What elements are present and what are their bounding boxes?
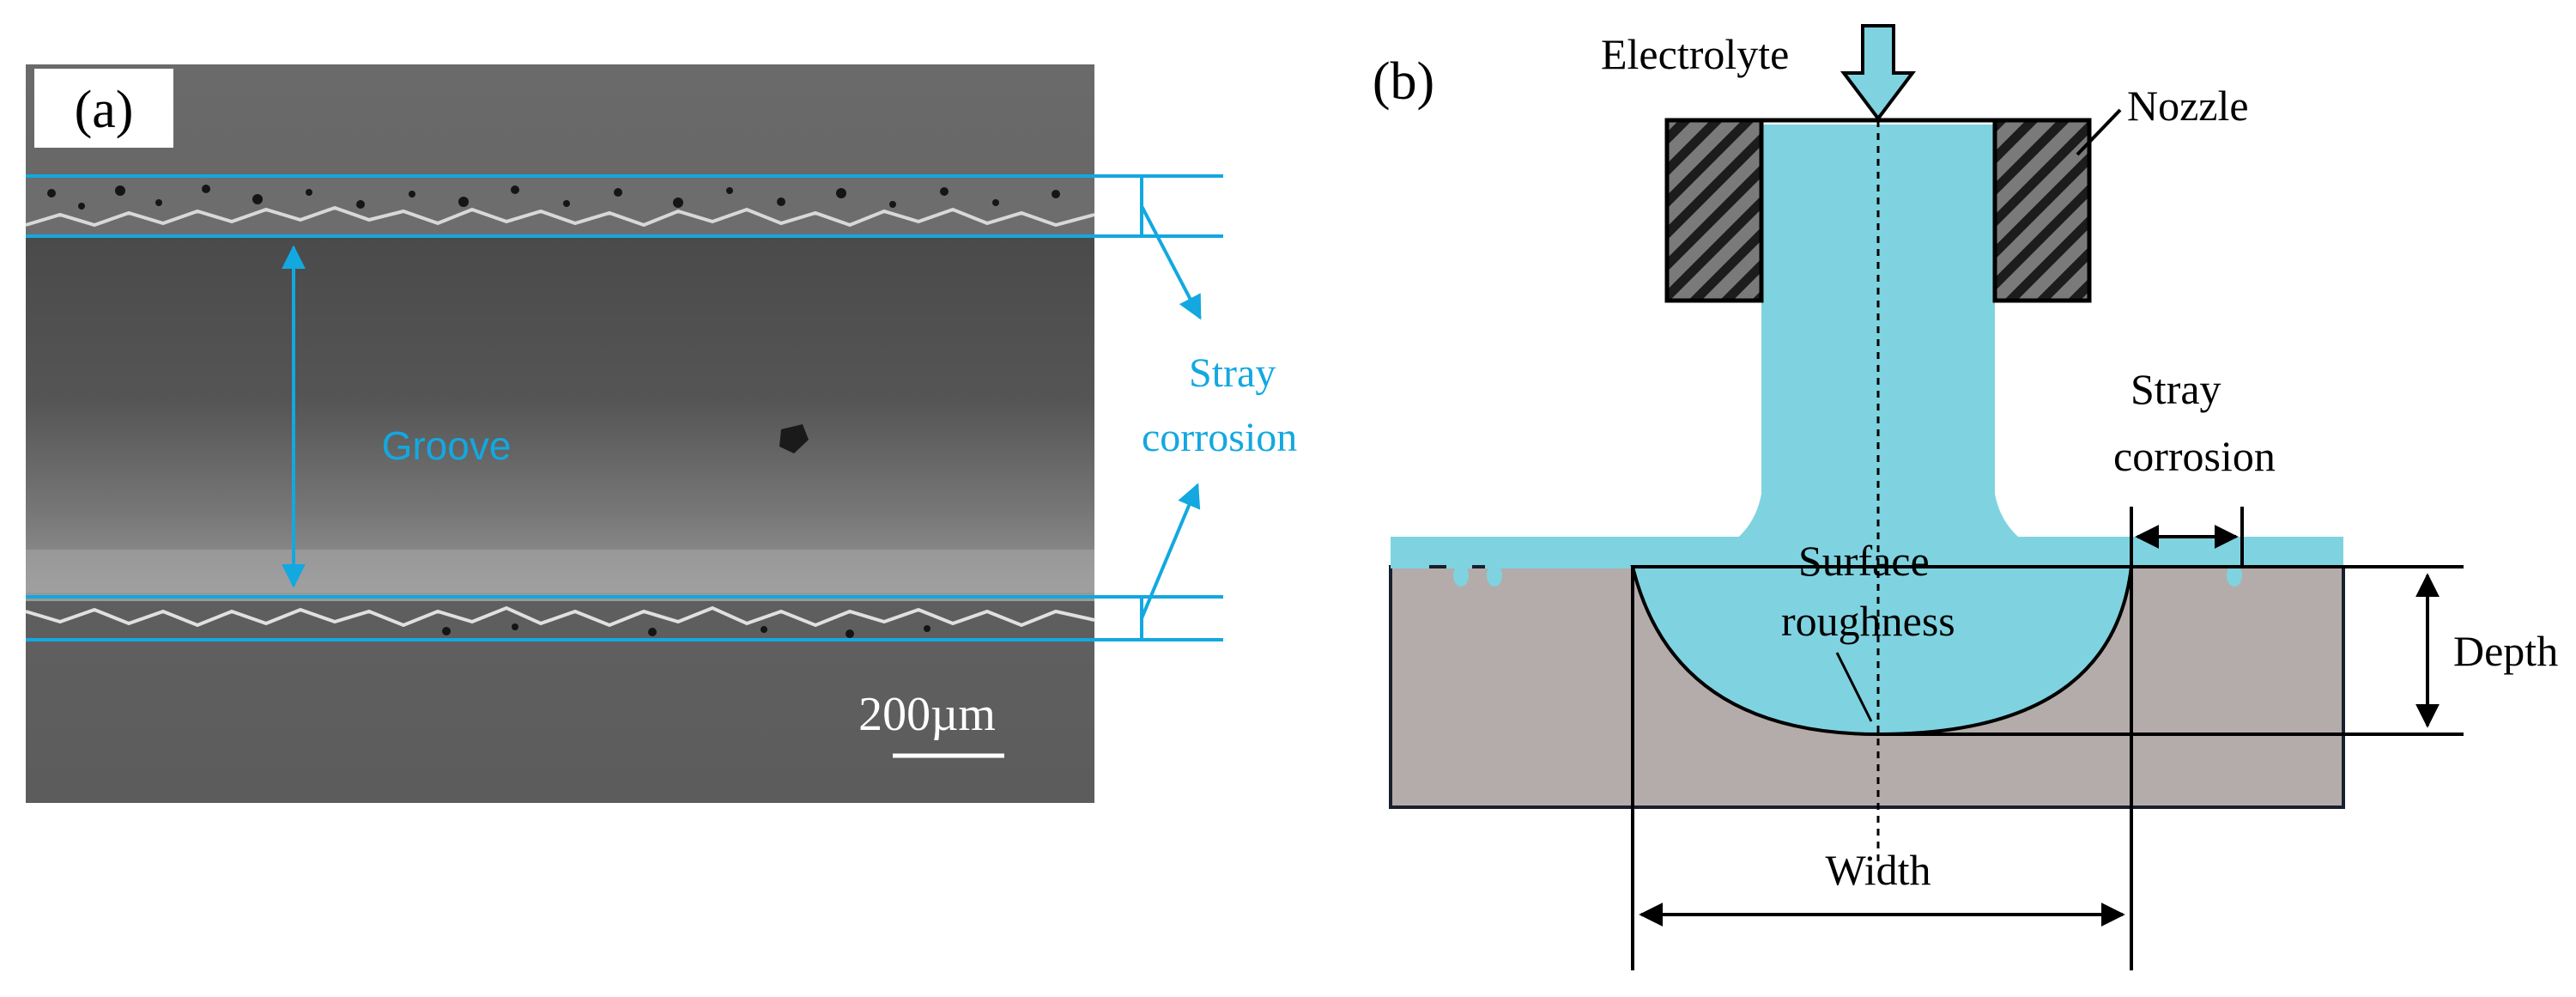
stray-label-a-line2: corrosion <box>1142 415 1297 460</box>
nozzle-leader <box>2076 108 2122 156</box>
panel-a-label-box <box>34 69 173 148</box>
groove-bright-edge <box>26 550 1094 593</box>
stray-corrosion-edge-lower <box>25 605 1095 628</box>
nozzle-left <box>1664 118 1764 303</box>
stray-pits-b <box>1453 564 2242 587</box>
panel-a: (a) Groove Stray corrosion 200µm <box>25 64 1297 803</box>
panel-b-label: (b) <box>1373 52 1434 111</box>
stray-corrosion-pits-upper <box>47 185 1060 210</box>
panel-b: (b) Nozzle Electrolyte <box>1373 24 2558 970</box>
width-label: Width <box>1826 846 1931 894</box>
surface-label-line1: Surface <box>1798 537 1930 585</box>
panel-a-label: (a) <box>75 81 134 139</box>
stray-corrosion-band-upper <box>26 176 1094 236</box>
groove-label: Groove <box>382 423 512 468</box>
depth-label: Depth <box>2453 627 2558 675</box>
stray-label-a-line1: Stray <box>1189 350 1276 396</box>
electrolyte-spread <box>1682 494 2077 562</box>
nozzle-label: Nozzle <box>2127 82 2249 130</box>
surface-leader <box>1835 652 1873 722</box>
stray-label-b-line2: corrosion <box>2113 432 2276 480</box>
stray-corrosion-edge-upper <box>25 205 1095 228</box>
stray-corrosion-band-lower <box>26 601 1094 640</box>
boundary-lines <box>26 174 1223 641</box>
scale-bar-label: 200µm <box>858 688 996 741</box>
electrolyte-arrow <box>1840 24 1917 122</box>
stray-pointer-lower <box>1140 483 1201 619</box>
stray-label-b-line1: Stray <box>2131 365 2221 413</box>
groove-defect <box>779 424 809 453</box>
groove-region <box>26 236 1094 601</box>
surface-label-line2: roughness <box>1781 597 1955 645</box>
stray-corrosion-pits-lower <box>442 623 930 638</box>
electrolyte-label: Electrolyte <box>1601 30 1789 78</box>
nozzle-right <box>1992 118 2092 303</box>
stray-pointer-upper <box>1140 205 1202 320</box>
